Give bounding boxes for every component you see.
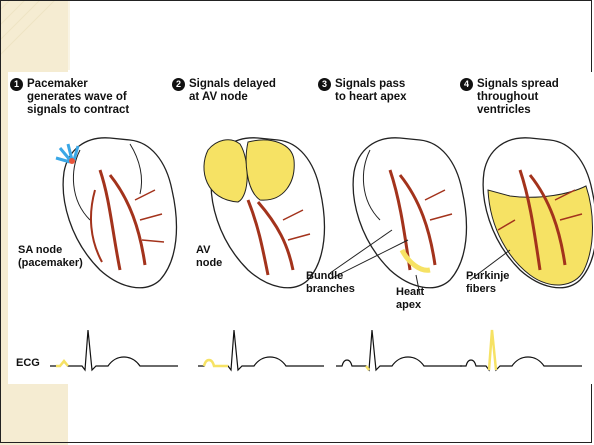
ecg-label: ECG [16,357,40,370]
step-4-heading: 4 Signals spread throughout ventricles [460,78,559,117]
step-4-number: 4 [460,78,473,91]
ecg-trace-1 [50,326,180,376]
ecg-trace-4 [460,326,590,376]
ecg-trace-3 [336,326,466,376]
step-3-number: 3 [318,78,331,91]
step-3-heading: 3 Signals pass to heart apex [318,78,407,104]
step-4-text: Signals spread throughout ventricles [477,78,559,117]
step-3-text: Signals pass to heart apex [335,78,407,104]
purkinje-fibers-label: Purkinje fibers [466,270,509,296]
step-1-heading: 1 Pacemaker generates wave of signals to… [10,78,129,117]
step-2-heading: 2 Signals delayed at AV node [172,78,276,104]
step-1-number: 1 [10,78,23,91]
sa-node-signal-icon [56,144,78,164]
av-node-label: AV node [196,244,222,270]
heart-apex-label: Heart apex [396,286,424,312]
ecg-trace-2 [198,326,328,376]
sa-node-label: SA node (pacemaker) [18,244,83,270]
heart-1-illustration [40,130,190,300]
step-2-number: 2 [172,78,185,91]
step-2-text: Signals delayed at AV node [189,78,276,104]
step-1-text: Pacemaker generates wave of signals to c… [27,78,129,117]
bundle-branches-label: Bundle branches [306,270,355,296]
